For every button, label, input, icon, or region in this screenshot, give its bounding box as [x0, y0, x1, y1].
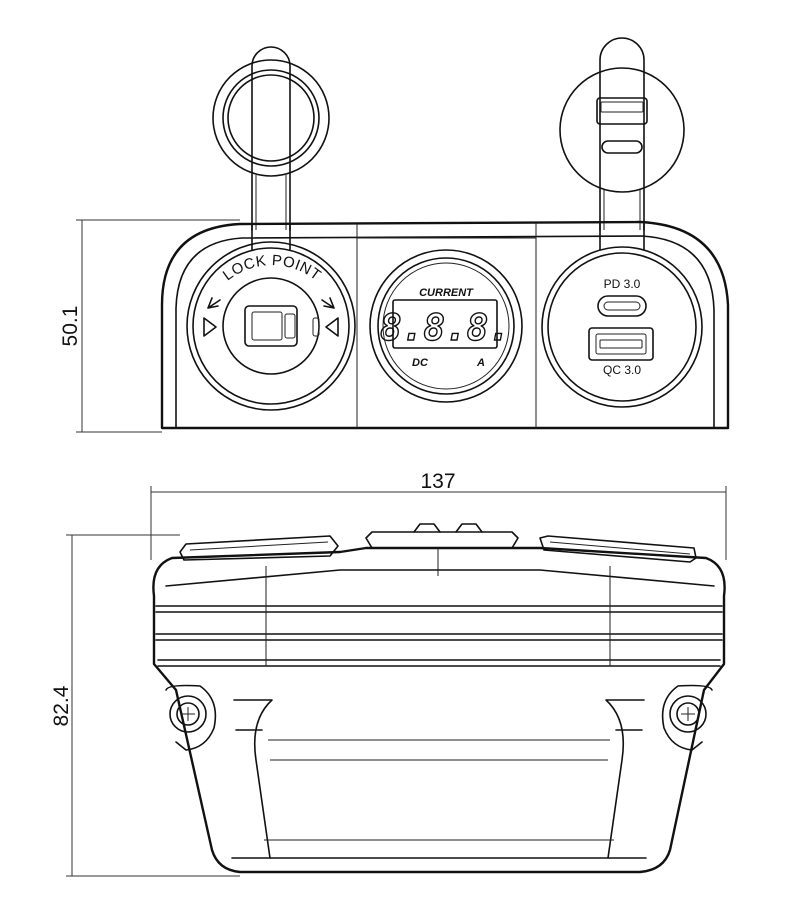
usb-a-port [588, 327, 654, 361]
height-dimension-side: 82.4 [50, 534, 240, 877]
front-height-value: 50.1 [59, 306, 82, 347]
amp-label: A [476, 357, 485, 369]
panel-body [160, 220, 730, 430]
side-height-value: 82.4 [50, 685, 73, 726]
current-meter: CURRENT 8.8.8. DC A [369, 249, 523, 403]
width-value: 137 [420, 470, 455, 493]
body-outline [152, 546, 726, 874]
side-view: 137 [50, 470, 727, 877]
right-triangle-icon [325, 317, 339, 337]
right-usb-cap [559, 37, 685, 231]
lighter-socket: LOCK POINT [186, 223, 356, 411]
left-socket-cap [212, 46, 330, 231]
qc-label: QC 3.0 [603, 363, 641, 377]
width-dimension: 137 [150, 470, 727, 560]
height-dimension-front: 50.1 [59, 219, 240, 433]
left-mount-screw [165, 684, 217, 751]
left-triangle-icon [203, 317, 217, 337]
right-mount-screw [661, 684, 713, 751]
usb-socket: PD 3.0 QC 3.0 [541, 223, 703, 408]
meter-digits: 8.8.8. [380, 308, 510, 349]
current-label: CURRENT [419, 287, 474, 299]
dc-label: DC [412, 357, 429, 369]
usb-c-port [597, 295, 647, 317]
front-view: LOCK POINT CURRENT 8.8.8. DC A [59, 37, 730, 433]
pd-label: PD 3.0 [604, 277, 641, 291]
